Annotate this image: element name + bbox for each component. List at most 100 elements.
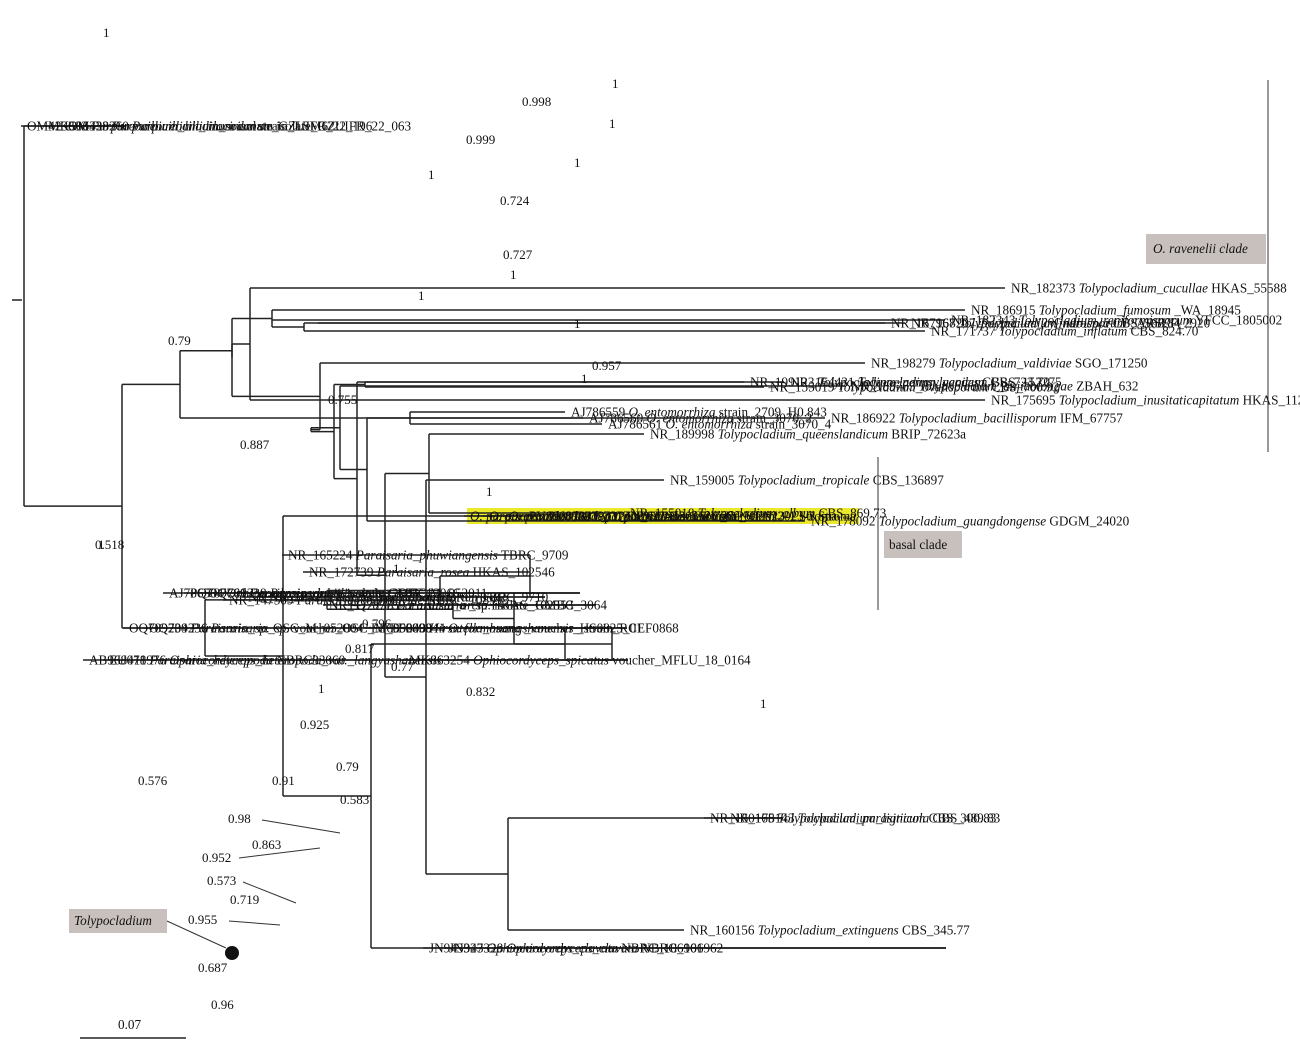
leaf-label: NR_186922 Tolypocladium_bacillisporum IF… (831, 411, 1123, 426)
tolypocladium-clade-box (69, 909, 167, 933)
leaf-label: NR_189763 Tolypocladium_dujiaolongae ZBA… (851, 379, 1138, 394)
leaf-label: EF689044 O. formosana _voucher_HS0825_01 (390, 621, 643, 636)
support-value: 0.817 (345, 641, 375, 656)
leaf-label: AJ786564 Ophiocordycepsgracilis strain_2… (169, 586, 432, 601)
leaf-label: NR_147509 Paraisaria_coenomyiae NBRC_108… (229, 593, 509, 608)
leaf-label: NR_186915 Tolypocladium_fumosum _WA_1894… (971, 303, 1241, 318)
support-value: 1 (574, 155, 581, 170)
leaf-label: NR_155019 Tolypocladium_ovalisporum CBS_… (770, 380, 1059, 395)
leaf-label: PQ787759 Paraisaria _sp. isolate_GMBC_30… (349, 598, 607, 613)
support-value: 1 (418, 288, 425, 303)
leaf-label: NR_182373 Tolypocladium_cucullae HKAS_55… (1011, 281, 1287, 296)
support-value: 0.719 (230, 892, 259, 907)
support-value: 0.687 (198, 960, 228, 975)
support-value: 0.755 (328, 392, 357, 407)
support-value: 1 (486, 484, 493, 499)
leaf-label: NR_160165 Tolypocladium_parasiticum CBS_… (710, 811, 997, 826)
leaf-label: AB968411 Paraisaria_heteropoda NBRC33060 (89, 653, 346, 668)
leaf-label: NR_160156 Tolypocladium_extinguens CBS_3… (690, 923, 970, 938)
support-value: 1 (612, 76, 619, 91)
scale-bar-label: 0.07 (118, 1017, 141, 1032)
support-values: 10.99810.99910.724110.7271110.790.95710.… (95, 25, 767, 1012)
leaf-label: NR_172739 Paraisaria_rosea HKAS_102546 (309, 565, 555, 580)
support-value: 0.573 (207, 873, 236, 888)
leaf-label: NR_172738 Paraisaria_arcta HKAS_102553 (329, 598, 574, 613)
leaf-label: NR_171737 Tolypocladium_inflatum CBS_824… (931, 324, 1199, 339)
leaf-label: AJ786561 O. entomorrhiza strain_3070_4 (608, 417, 832, 432)
leaf-label: O. paraisariaoidea GZY_OPNJ2025-1 sclero… (509, 509, 776, 524)
tolypocladium-clade-label: Tolypocladium (74, 913, 152, 928)
leaf-label: AJ786560 O. entomorrhiza strain_3070_2 (589, 411, 812, 426)
leaf-label: NR_155018 Tolypocladium_album CBS_869.73 (630, 506, 887, 521)
leaf-label: NR_178143 Tolypocladium_lignicola CBS_48… (730, 811, 1001, 826)
leaf-label: OQ709236 Paraisaria_sp. voucher_OSC_M_05… (149, 621, 433, 636)
support-value: 1 (428, 167, 435, 182)
support-value: 0.576 (138, 773, 168, 788)
support-value: 0.77 (391, 659, 414, 674)
leaf-label: OQ709238 Paraisaria sp. voucher_OSC_M_05… (208, 586, 487, 601)
leaf-label: JN943328 Ophiocordyceps_clavata NBRC_106… (449, 941, 723, 956)
support-value: 0.727 (503, 247, 533, 262)
leaf-label: AJ786559 O. entomorrhiza strain_2709_H0.… (571, 405, 827, 420)
support-value: 0.79 (168, 333, 191, 348)
leaf-label: NR_167967 Tolypocladium_cylindrosporum _… (891, 316, 1211, 331)
support-value: 0.955 (188, 912, 217, 927)
leaf-labels: OM423393 Purpureocillium_lilacinum isola… (27, 119, 1300, 956)
leaf-label: OM423393 Purpureocillium_lilacinum isola… (27, 119, 373, 134)
support-value: 0.998 (522, 94, 551, 109)
support-value: 0.957 (592, 358, 622, 373)
leaf-label: PQ787761 Paraisaria_dubia isolate_GMBC_3… (190, 586, 460, 601)
leaf-label: NR_164431 Tolypocladium_geodes CBS_723.7… (790, 375, 1050, 390)
leaf-label: O. paraisariaoidea GZY_OPNJ2025-2 sclero… (470, 509, 737, 524)
leaf-label: NR_165219 Paraisaria_yodhathaii TBRC_850… (248, 590, 506, 605)
leaf-label: NR_165224 Paraisaria_phuwiangensis TBRC_… (288, 548, 569, 563)
support-leader-line (261, 819, 341, 834)
leaf-label: EU078976 Ophiocordyceps_heteropoda_var._… (109, 653, 441, 668)
support-value: 0.952 (202, 850, 231, 865)
ravenelii-clade-label: O. ravenelii clade (1153, 241, 1248, 256)
tolypocladium-node-marker (225, 946, 239, 960)
support-value: 1 (609, 116, 616, 131)
leaf-label: O. paraisariaoidea GZY_OPNJ2025-1 Stroma (489, 509, 738, 524)
support-value: 0.518 (95, 537, 124, 552)
support-value: 0.796 (362, 616, 392, 631)
support-value: 0.999 (466, 132, 495, 147)
leaf-label: PV890079 O. paraisariaoidea GZY_OPNJ2023… (548, 509, 856, 524)
support-value: 1 (581, 371, 588, 386)
leaf-label: MK506338 Purpureocillium_lilacinum strai… (48, 119, 335, 134)
support-leader-line (242, 881, 297, 904)
support-value: 0.832 (466, 684, 495, 699)
support-leader-line (228, 920, 281, 926)
leaf-highlight (545, 508, 860, 524)
leaf-label: NR_168207 Tolypocladium_nubicola CBS_568… (911, 316, 1181, 331)
support-value: 1 (760, 696, 767, 711)
leaf-label: PV890078 O. paraisariaoidea GZY_OPNJ2023… (529, 509, 837, 524)
leaf-label: NR_199123 Tolypocladium_pennsylvanicum C… (750, 375, 1062, 390)
leaf-label: NR_198279 Tolypocladium_valdiviae SGO_17… (871, 356, 1148, 371)
leaf-label: NR_165221 Paraisaria_orthopterorum TBRC_… (269, 590, 549, 605)
support-value: 1 (318, 681, 325, 696)
highlight-layer (467, 508, 860, 524)
leaf-label: NR_189998 Tolypocladium_queenslandicum B… (650, 427, 966, 442)
leaf-label: OQ709234 Paraisaria_sp. OSC_M_052004 (129, 621, 364, 636)
support-leader-line (238, 847, 321, 859)
leaf-label: EF689043 Hirsutella_huangshanensis _stra… (371, 621, 679, 636)
tolypocladium-pointer-line (166, 920, 227, 949)
leaf-label: NR_159005 Tolypocladium_tropicale CBS_13… (670, 473, 944, 488)
leaf-label: NR_178092 Tolypocladium_guangdongense GD… (811, 514, 1130, 529)
leaf-label: MK863254 Ophiocordyceps_spicatus voucher… (409, 653, 751, 668)
ravenelii-clade-box (1146, 234, 1266, 264)
basal-clade-label: basal clade (889, 537, 947, 552)
leaf-label: OM423260 Purpureocillium_sodanum isolate… (68, 119, 412, 134)
support-value: 0.583 (340, 792, 369, 807)
support-value: 1 (510, 267, 517, 282)
support-value: 0.863 (252, 837, 281, 852)
support-value: 0.887 (240, 437, 270, 452)
support-value: 0.79 (336, 759, 359, 774)
support-value: 0.925 (300, 717, 329, 732)
support-value: 0.91 (272, 773, 295, 788)
support-value: 1 (98, 537, 105, 552)
leaf-label: NR_175695 Tolypocladium_inusitaticapitat… (991, 393, 1300, 408)
support-value: 0.96 (211, 997, 234, 1012)
tree-branches (21, 125, 1005, 949)
